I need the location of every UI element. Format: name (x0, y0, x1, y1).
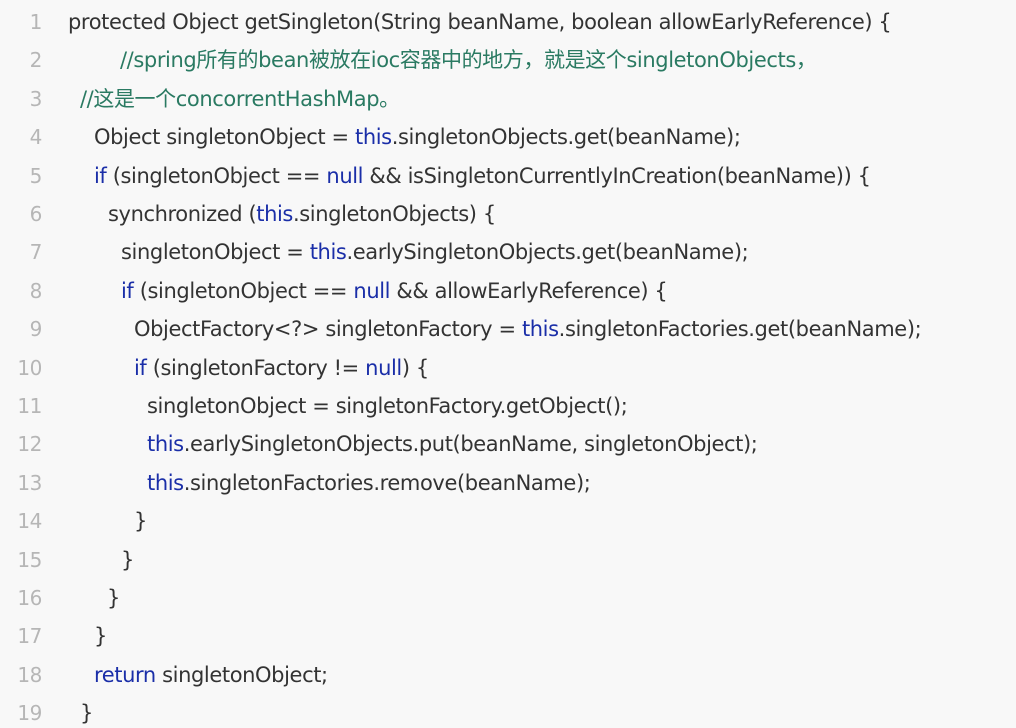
code-text: } (94, 617, 107, 655)
code-token: .singletonFactories.get(beanName); (558, 317, 922, 342)
code-line: 6 synchronized (this.singletonObjects) { (0, 195, 1016, 233)
code-token: singletonObject = singletonFactory.getOb… (147, 394, 628, 418)
code-line: 4 Object singletonObject = this.singleton… (0, 118, 1016, 156)
line-number: 13 (17, 470, 42, 495)
code-text: singletonObject = singletonFactory.getOb… (147, 387, 628, 425)
code-token: .singletonObjects.get(beanName); (391, 125, 741, 150)
code-text: singletonObject = this.earlySingletonObj… (121, 233, 749, 271)
code-token: } (121, 547, 134, 572)
code-token: Object singletonObject = (94, 125, 355, 150)
code-token: .earlySingletonObjects.get(beanName); (346, 240, 749, 265)
code-line: 12 this.earlySingletonObjects.put(beanNam… (0, 425, 1016, 463)
keyword-token: null (365, 355, 402, 380)
code-line: 14} (0, 502, 1016, 540)
line-number: 8 (29, 278, 43, 303)
code-line: 13 this.singletonFactories.remove(beanNam… (0, 464, 1016, 502)
code-token: singletonObject = (121, 240, 310, 265)
code-line: 3 //这是一个concorrentHashMap。 (0, 80, 1016, 118)
code-token: .singletonObjects) { (292, 202, 496, 226)
line-number: 7 (29, 240, 43, 265)
code-line: 10 if (singletonFactory != null) { (0, 349, 1016, 387)
code-token: } (134, 509, 147, 534)
line-number: 17 (17, 624, 42, 649)
line-number: 10 (17, 355, 42, 380)
code-token: } (94, 624, 107, 649)
keyword-token: return (94, 662, 156, 687)
code-line: 2 //spring所有的bean被放在ioc容器中的地方，就是这个singlet… (0, 41, 1016, 79)
line-number: 15 (17, 547, 42, 572)
line-number: 6 (29, 202, 43, 226)
keyword-token: this (521, 317, 559, 342)
code-line: 15} (0, 541, 1016, 579)
keyword-token: if (134, 355, 147, 380)
line-number: 12 (17, 432, 42, 457)
line-number: 18 (17, 662, 42, 687)
line-number: 16 (17, 586, 42, 610)
code-text: if (singletonObject == null && isSinglet… (94, 157, 871, 195)
line-number: 4 (29, 125, 43, 150)
code-token: protected Object getSingleton(String bea… (68, 10, 892, 34)
code-token: singletonObject; (155, 662, 328, 687)
line-number: 19 (17, 701, 42, 726)
code-token: (singletonObject == (106, 163, 327, 188)
comment-token: //spring所有的bean被放在ioc容器中的地方，就是这个singleto… (120, 48, 817, 73)
line-number: 11 (17, 394, 42, 418)
code-text: this.singletonFactories.remove(beanName)… (147, 464, 591, 502)
code-text: } (107, 579, 120, 617)
code-token: .singletonFactories.remove(beanName); (183, 470, 591, 495)
code-line: 17} (0, 617, 1016, 655)
line-number: 5 (29, 163, 43, 188)
code-text: return singletonObject; (94, 656, 328, 694)
code-line: 11 singletonObject = singletonFactory.get… (0, 387, 1016, 425)
code-line: 8 if (singletonObject == null && allowEar… (0, 272, 1016, 310)
code-text: if (singletonFactory != null) { (134, 349, 429, 387)
keyword-token: null (353, 278, 391, 303)
keyword-token: null (326, 163, 364, 188)
code-token: && isSingletonCurrentlyInCreation(beanNa… (363, 163, 871, 188)
code-text: if (singletonObject == null && allowEarl… (121, 272, 668, 310)
code-text: } (134, 502, 147, 540)
keyword-token: if (94, 163, 107, 188)
code-line: 1 protected Object getSingleton(String be… (0, 3, 1016, 41)
line-number: 14 (17, 509, 42, 534)
code-token: synchronized ( (108, 202, 257, 226)
code-line: 18 return singletonObject; (0, 656, 1016, 694)
code-token: (singletonObject == (133, 278, 354, 303)
keyword-token: this (309, 240, 347, 265)
keyword-token: this (147, 470, 184, 495)
code-token: ObjectFactory<?> singletonFactory = (134, 317, 522, 342)
code-line: 7 singletonObject = this.earlySingletonOb… (0, 233, 1016, 271)
code-token: ) { (401, 355, 429, 380)
code-token: && allowEarlyReference) { (390, 278, 668, 303)
code-text: ObjectFactory<?> singletonFactory = this… (134, 310, 922, 348)
code-token: .earlySingletonObjects.put(beanName, sin… (183, 432, 758, 457)
code-text: } (80, 694, 93, 728)
line-number: 3 (29, 86, 43, 111)
code-line: 19} (0, 694, 1016, 728)
code-text: //spring所有的bean被放在ioc容器中的地方，就是这个singleto… (120, 41, 817, 79)
code-token: } (80, 701, 93, 726)
line-number: 9 (29, 317, 43, 342)
code-text: this.earlySingletonObjects.put(beanName,… (147, 425, 758, 463)
code-text: Object singletonObject = this.singletonO… (94, 118, 741, 156)
code-token: } (107, 586, 120, 610)
code-text: protected Object getSingleton(String bea… (68, 3, 892, 41)
code-text: synchronized (this.singletonObjects) { (108, 195, 496, 233)
keyword-token: this (354, 125, 392, 150)
keyword-token: if (121, 278, 134, 303)
code-line: 16} (0, 579, 1016, 617)
code-token: (singletonFactory != (146, 355, 366, 380)
code-line: 9 ObjectFactory<?> singletonFactory = thi… (0, 310, 1016, 348)
line-number: 1 (29, 10, 43, 34)
line-number: 2 (29, 48, 43, 73)
code-line: 5 if (singletonObject == null && isSingle… (0, 157, 1016, 195)
code-text: //这是一个concorrentHashMap。 (80, 80, 400, 118)
comment-token: //这是一个concorrentHashMap。 (80, 86, 400, 111)
keyword-token: this (256, 202, 293, 226)
code-text: } (121, 541, 134, 579)
keyword-token: this (147, 432, 184, 457)
